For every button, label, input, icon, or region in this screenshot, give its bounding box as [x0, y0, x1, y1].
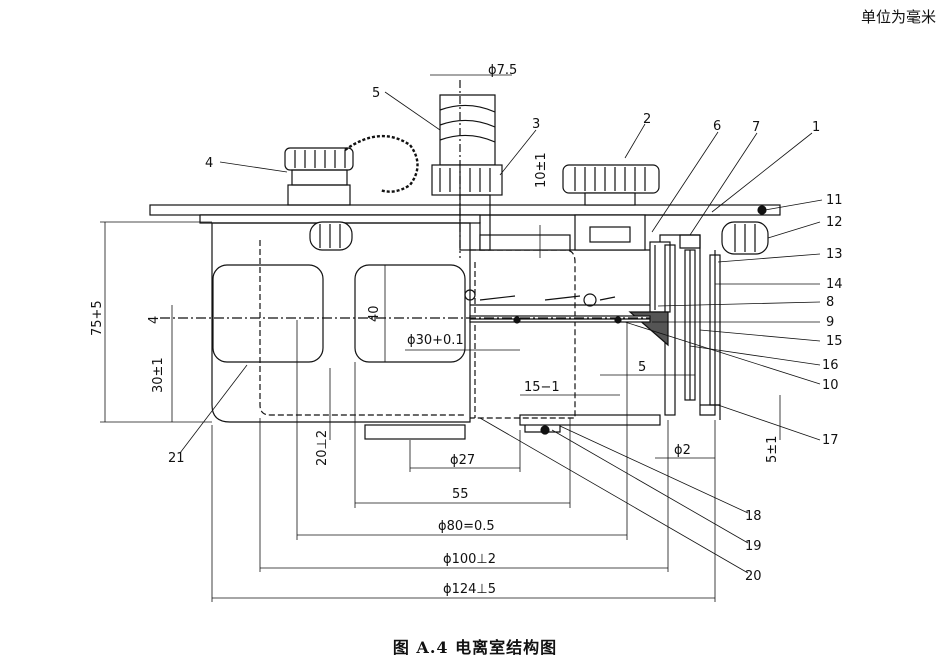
dim-55: 55: [452, 487, 469, 502]
dim-d100: ϕ100⊥2: [443, 552, 496, 567]
dim-75: 75+5: [90, 300, 105, 336]
callout-19: 19: [745, 539, 762, 554]
dim-15: 15−1: [524, 380, 560, 395]
dim-10: 10±1: [534, 152, 549, 188]
callout-17: 17: [822, 433, 839, 448]
dim-4: 4: [147, 316, 162, 324]
callout-2: 2: [643, 112, 651, 127]
dim-d7-5: ϕ7.5: [488, 63, 517, 78]
dim-d30: ϕ30+0.1: [407, 333, 464, 348]
dim-d2: ϕ2: [674, 443, 691, 458]
chamber-body: [211, 222, 471, 423]
callout-18: 18: [745, 509, 762, 524]
dim-5: 5: [638, 360, 646, 375]
dim-5-1: 5±1: [765, 436, 780, 463]
callout-15: 15: [826, 334, 843, 349]
dim-d27: ϕ27: [450, 453, 475, 468]
callout-12: 12: [826, 215, 843, 230]
base-plate: [149, 204, 781, 216]
dim-30: 30±1: [151, 357, 166, 393]
dim-d124: ϕ124⊥5: [443, 582, 496, 597]
callout-1: 1: [812, 120, 820, 135]
window-right: [354, 264, 466, 363]
dim-d80: ϕ80=0.5: [438, 519, 495, 534]
chain: [344, 134, 419, 193]
callout-21: 21: [168, 451, 185, 466]
callout-3: 3: [532, 117, 540, 132]
callout-10: 10: [822, 378, 839, 393]
callout-11: 11: [826, 193, 843, 208]
window-left: [212, 264, 324, 363]
dim-20: 20⊥2: [315, 430, 330, 466]
callout-5: 5: [372, 86, 380, 101]
callout-7: 7: [752, 120, 760, 135]
callout-16: 16: [822, 358, 839, 373]
callout-13: 13: [826, 247, 843, 262]
side-knob: [309, 221, 353, 251]
callout-6: 6: [713, 119, 721, 134]
dim-40: 40: [367, 305, 382, 322]
unit-note: 单位为毫米: [860, 8, 936, 26]
callout-9: 9: [826, 315, 834, 330]
figure-caption: 图 A.4 电离室结构图: [392, 638, 558, 657]
callout-4: 4: [205, 156, 213, 171]
callout-8: 8: [826, 295, 834, 310]
callout-20: 20: [745, 569, 762, 584]
callout-14: 14: [826, 277, 843, 292]
